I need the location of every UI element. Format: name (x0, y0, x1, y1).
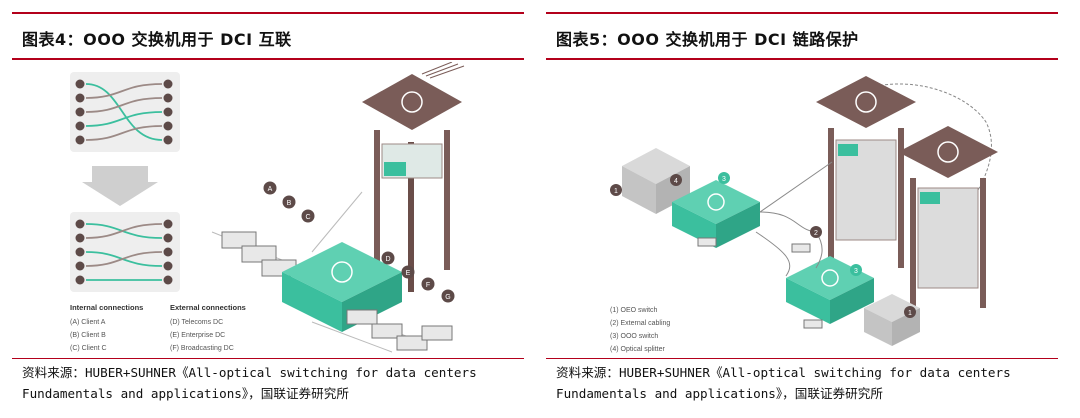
dci-interconnect-diagram: Internal connections (A) Client A (B) Cl… (70, 62, 465, 353)
port-panel-before (70, 72, 180, 152)
source-line: Fundamentals and applications》，国联证券研究所 (556, 386, 883, 401)
source-rule (12, 358, 524, 359)
server-rack-1 (816, 76, 916, 268)
client-markers: A B C (263, 181, 315, 223)
port-panel-after (70, 212, 180, 292)
legend-internal-heading: Internal connections (70, 303, 143, 312)
legend-item: (4) Optical splitter (610, 346, 666, 353)
patch-lines-before (85, 83, 163, 141)
server-rack-2 (898, 126, 998, 308)
legend-external-heading: External connections (170, 303, 246, 312)
legend-external-item: (E) Enterprise DC (170, 332, 225, 339)
legend-external-item: (D) Telecoms DC (170, 319, 223, 326)
legend-internal-item: (A) Client A (70, 319, 106, 326)
optical-splitters (697, 237, 823, 329)
title-rule-top (12, 12, 524, 14)
source-line: 资料来源：HUBER+SUHNER《All-optical switching … (22, 365, 477, 380)
legend-item: (1) OEO switch (610, 307, 658, 314)
patch-lines-after (85, 223, 163, 281)
source-note: 资料来源：HUBER+SUHNER《All-optical switching … (556, 362, 1052, 404)
client-modules (221, 231, 297, 277)
marker-label: E (406, 270, 411, 277)
figure-panel-4: 图表4：OOO 交换机用于 DCI 互联 (12, 12, 524, 412)
switch-cabling (755, 161, 833, 277)
legend-item: (2) External cabling (610, 320, 670, 327)
server-rack (362, 62, 465, 292)
source-note: 资料来源：HUBER+SUHNER《All-optical switching … (22, 362, 518, 404)
marker-label: 1 (908, 310, 912, 317)
ooo-switch-lower (786, 256, 874, 324)
source-rule (546, 358, 1058, 359)
figure-panel-5: 图表5：OOO 交换机用于 DCI 链路保护 (546, 12, 1058, 412)
marker-label: D (385, 256, 390, 263)
legend-external-item: (F) Broadcasting DC (170, 345, 234, 352)
title-rule-bottom (12, 58, 524, 60)
legend-internal-item: (B) Client B (70, 332, 106, 339)
title-rule-top (546, 12, 1058, 14)
marker-label: 3 (854, 268, 858, 275)
ooo-switch-upper (672, 180, 760, 248)
marker-label: A (268, 186, 273, 193)
transition-arrow-icon (82, 166, 158, 206)
marker-label: B (287, 200, 292, 207)
marker-label: 2 (814, 230, 818, 237)
marker-label: 3 (722, 176, 726, 183)
title-rule-bottom (546, 58, 1058, 60)
legend-internal-item: (C) Client C (70, 345, 107, 352)
figure-title: 图表5：OOO 交换机用于 DCI 链路保护 (556, 30, 859, 49)
source-line: 资料来源：HUBER+SUHNER《All-optical switching … (556, 365, 1011, 380)
port-markers-after (75, 219, 173, 285)
marker-label: F (426, 282, 430, 289)
dci-protection-diagram: 1 4 3 2 3 1 (1) OEO switch (2) External … (610, 76, 998, 353)
legend-item: (3) OOO switch (610, 333, 658, 340)
port-markers-before (75, 79, 173, 145)
number-markers: 1 4 3 2 3 1 (610, 172, 916, 318)
marker-label: G (445, 294, 450, 301)
marker-label: 4 (674, 178, 678, 185)
marker-label: 1 (614, 188, 618, 195)
marker-label: C (305, 214, 310, 221)
dc-modules (346, 309, 453, 351)
figure-title: 图表4：OOO 交换机用于 DCI 互联 (22, 30, 292, 49)
source-line: Fundamentals and applications》，国联证券研究所 (22, 386, 349, 401)
dc-markers: D E F G (381, 251, 455, 303)
